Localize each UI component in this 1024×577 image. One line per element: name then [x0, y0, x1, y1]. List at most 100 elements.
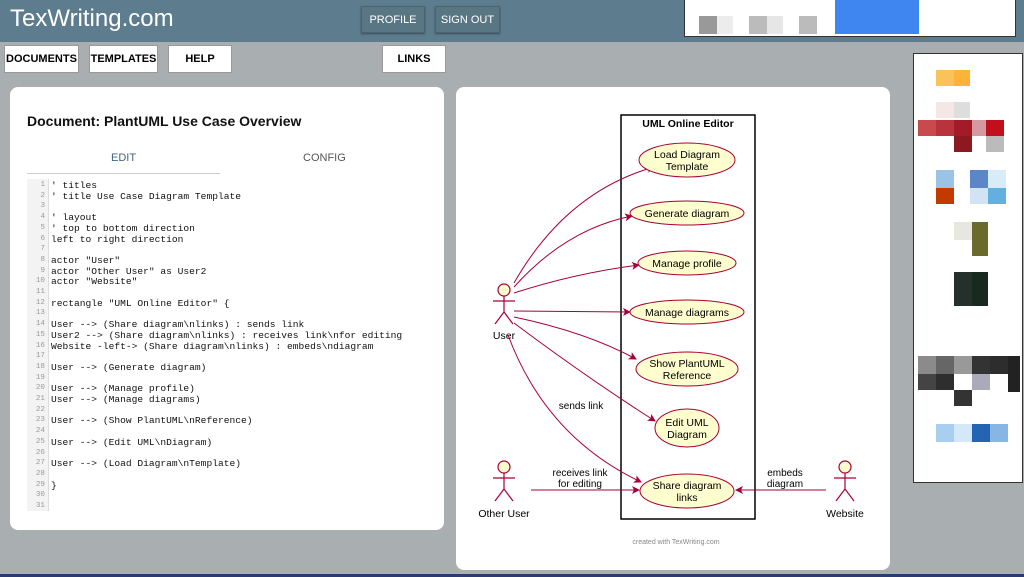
code-line[interactable]: ' titles	[51, 180, 98, 191]
line-number: 28	[35, 469, 45, 478]
svg-text:Manage profile: Manage profile	[652, 258, 722, 270]
code-line[interactable]: User --> (Generate diagram)	[51, 361, 207, 373]
usecase-manage-diagrams: Manage diagrams	[629, 299, 745, 325]
active-tab-underline	[27, 173, 220, 174]
code-line[interactable]: User2 --> (Share diagram\nlinks) : recei…	[51, 329, 403, 341]
usecase-edit-diagram: Edit UML Diagram	[654, 408, 720, 448]
system-boundary	[620, 114, 756, 520]
document-editor-panel: Document: PlantUML Use Case Overview EDI…	[10, 87, 444, 530]
line-number: 19	[35, 373, 45, 382]
usecase-load-template: Load Diagram Template	[638, 142, 736, 178]
line-number: 4	[40, 213, 45, 222]
code-line[interactable]: rectangle "UML Online Editor" {	[51, 297, 230, 309]
code-line[interactable]: actor "Other User" as User2	[51, 265, 207, 277]
line-number: 30	[35, 491, 45, 500]
diagram-credit: created with TexWriting.com	[632, 539, 719, 546]
line-number: 25	[35, 437, 45, 446]
line-number: 8	[40, 255, 45, 264]
actor-user-label: User	[493, 330, 516, 342]
actor-other-user-label: Other User	[478, 508, 530, 520]
code-line[interactable]: ' title Use Case Diagram Template	[51, 190, 241, 202]
tab-config[interactable]: CONFIG	[303, 152, 346, 164]
actor-website-icon	[834, 460, 856, 502]
code-line[interactable]: User --> (Manage diagrams)	[51, 394, 201, 405]
code-line[interactable]: User --> (Load Diagram\nTemplate)	[51, 458, 241, 470]
line-number: 10	[35, 277, 45, 286]
line-number: 14	[35, 320, 45, 329]
line-number: 22	[35, 405, 45, 414]
line-number: 16	[35, 341, 45, 350]
document-title: Document: PlantUML Use Case Overview	[27, 113, 302, 129]
line-number: 3	[40, 202, 45, 211]
main-nav: DOCUMENTS TEMPLATES HELP LINKS	[0, 42, 910, 78]
label-embeds: embeds	[767, 468, 803, 479]
right-ad-banner[interactable]	[913, 53, 1023, 483]
line-number: 20	[35, 384, 45, 393]
label-diagram: diagram	[767, 479, 803, 490]
diagram-preview-panel: UML Online Editor Load Diagram Template …	[456, 87, 890, 570]
code-line[interactable]: User --> (Manage profile)	[51, 383, 195, 395]
association-arrows	[507, 165, 826, 494]
help-button[interactable]: HELP	[168, 45, 232, 73]
svg-text:Share diagram: Share diagram	[653, 480, 722, 492]
code-line[interactable]: User --> (Share diagram\nlinks) : sends …	[51, 319, 305, 331]
brand-logo[interactable]: TexWriting.com	[10, 5, 174, 32]
sign-out-button[interactable]: SIGN OUT	[435, 6, 500, 33]
svg-text:Show PlantUML: Show PlantUML	[649, 358, 724, 370]
line-number: 31	[35, 502, 45, 510]
code-line[interactable]: User --> (Show PlantUML\nReference)	[51, 415, 253, 427]
code-line[interactable]: actor "Website"	[51, 276, 138, 288]
svg-text:links: links	[676, 492, 697, 504]
line-number: 5	[40, 223, 45, 232]
line-number: 13	[35, 309, 45, 318]
line-number: 18	[35, 362, 45, 371]
documents-button[interactable]: DOCUMENTS	[4, 45, 79, 73]
line-number: 6	[40, 234, 45, 243]
svg-text:Edit UML: Edit UML	[665, 417, 708, 429]
templates-button[interactable]: TEMPLATES	[89, 45, 158, 73]
tab-edit[interactable]: EDIT	[111, 152, 137, 164]
line-number: 21	[35, 395, 45, 403]
line-number: 17	[35, 352, 45, 361]
svg-text:Load Diagram: Load Diagram	[654, 149, 720, 161]
line-number: 9	[40, 266, 45, 275]
code-line[interactable]: Website -left-> (Share diagram\nlinks) :…	[51, 340, 374, 352]
svg-text:Reference: Reference	[663, 370, 712, 382]
code-line[interactable]: actor "User"	[51, 254, 121, 266]
bottom-strip	[0, 574, 1024, 577]
line-number: 2	[40, 191, 45, 200]
line-number: 29	[35, 480, 45, 489]
actor-website-label: Website	[826, 508, 864, 520]
line-number: 11	[35, 288, 45, 296]
line-number: 26	[35, 448, 45, 457]
code-line[interactable]: }	[51, 479, 57, 491]
line-number: 1	[40, 181, 45, 189]
line-number: 27	[35, 459, 45, 468]
label-receives-link: receives link	[552, 468, 608, 479]
use-case-diagram: UML Online Editor Load Diagram Template …	[478, 114, 864, 546]
code-line[interactable]: ' layout	[51, 212, 98, 224]
actor-user-icon	[493, 283, 515, 325]
links-button[interactable]: LINKS	[382, 45, 446, 73]
line-number: 15	[35, 330, 45, 339]
code-line[interactable]: User --> (Edit UML\nDiagram)	[51, 436, 213, 448]
usecase-generate-diagram: Generate diagram	[629, 200, 745, 226]
code-line[interactable]: ' top to bottom direction	[51, 222, 195, 234]
usecase-manage-profile: Manage profile	[637, 250, 737, 276]
label-sends-link: sends link	[559, 401, 604, 412]
usecase-show-reference: Show PlantUML Reference	[635, 351, 739, 387]
top-ad-banner[interactable]	[684, 0, 1016, 37]
svg-text:Diagram: Diagram	[667, 429, 707, 441]
line-number: 12	[35, 298, 45, 307]
svg-text:Manage diagrams: Manage diagrams	[645, 307, 729, 319]
profile-button[interactable]: PROFILE	[361, 6, 425, 33]
system-title: UML Online Editor	[642, 118, 733, 130]
line-number: 23	[35, 416, 45, 425]
code-line[interactable]: left to right direction	[51, 233, 184, 245]
actor-other-user-icon	[493, 460, 515, 502]
svg-text:Template: Template	[666, 161, 709, 173]
usecase-share-links: Share diagram links	[639, 473, 735, 509]
line-number: 7	[40, 245, 45, 254]
